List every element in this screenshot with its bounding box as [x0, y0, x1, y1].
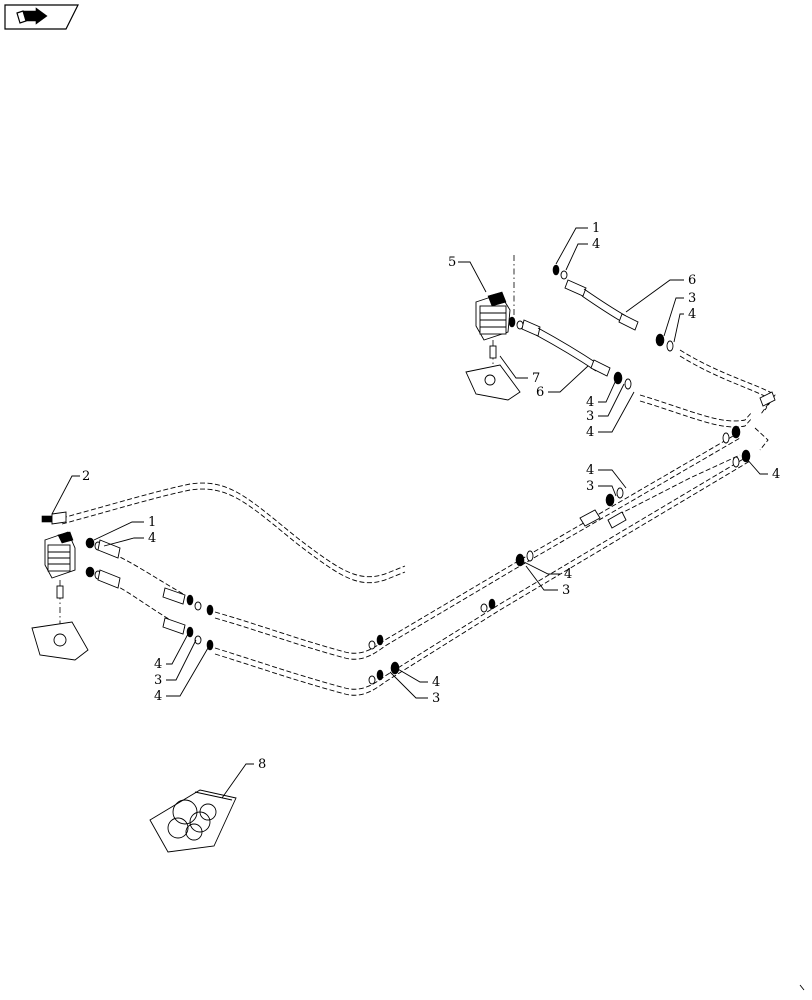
fitting-item-2 — [41, 511, 67, 525]
callout-4-mid-b: 4 — [586, 425, 594, 440]
callout-3-lower-left: 3 — [154, 673, 162, 688]
callout-4-lower-mid: 4 — [432, 675, 440, 690]
leader-lines — [51, 227, 768, 799]
callout-4-center: 4 — [564, 567, 572, 582]
callout-3-lower-mid: 3 — [432, 691, 440, 706]
callout-3-right: 3 — [586, 479, 594, 494]
left-motor — [31, 531, 89, 661]
callout-5: 5 — [448, 255, 456, 270]
middle-fittings — [368, 391, 776, 685]
upper-motor-item-5 — [465, 255, 521, 401]
callout-3-mid: 3 — [586, 409, 594, 424]
callout-6-lower: 6 — [536, 385, 544, 400]
left-fittings — [85, 537, 214, 651]
callout-4-top: 4 — [592, 237, 600, 252]
callout-4-right-a: 4 — [586, 463, 594, 478]
callout-6-upper: 6 — [688, 273, 696, 288]
hose-item-6-lower — [508, 316, 632, 390]
callout-4-right-b: 4 — [772, 467, 780, 482]
next-page-arrow-icon[interactable] — [4, 4, 79, 30]
callout-1-top: 1 — [592, 221, 600, 236]
callout-2: 2 — [82, 469, 90, 484]
corner-mark — [799, 984, 805, 991]
hose-item-6-upper — [552, 264, 674, 352]
callout-4-lower-left-a: 4 — [154, 657, 162, 672]
callout-8: 8 — [258, 757, 266, 772]
callout-4-left: 4 — [148, 531, 156, 546]
callout-3-center: 3 — [562, 583, 570, 598]
tube-lines — [61, 349, 776, 696]
callout-4-upper: 4 — [688, 307, 696, 322]
callout-labels: 1 4 5 6 3 4 7 6 4 3 4 4 3 4 2 1 4 4 3 4 … — [82, 221, 780, 772]
callout-7: 7 — [532, 371, 540, 386]
seal-kit-item-8 — [149, 789, 237, 853]
callout-3-upper: 3 — [688, 291, 696, 306]
callout-4-mid-a: 4 — [586, 395, 594, 410]
callout-1-left: 1 — [148, 515, 156, 530]
callout-4-lower-left-b: 4 — [154, 689, 162, 704]
